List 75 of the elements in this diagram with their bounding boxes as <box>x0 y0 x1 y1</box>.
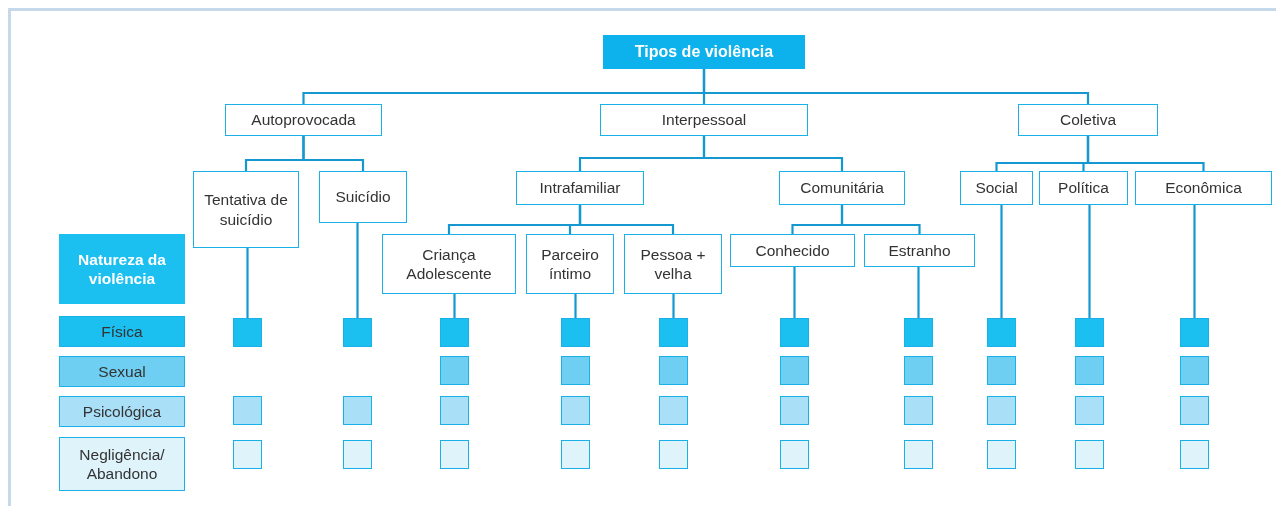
connector-line <box>702 69 1090 104</box>
indicator-square <box>561 396 590 425</box>
indicator-square <box>1180 356 1209 385</box>
category-box: Tipos de violência <box>603 35 805 69</box>
connector-line <box>702 136 844 171</box>
indicator-square <box>561 440 590 469</box>
indicator-square <box>1075 356 1104 385</box>
row-header: Sexual <box>59 356 185 387</box>
indicator-square <box>780 396 809 425</box>
indicator-square <box>659 356 688 385</box>
category-box: Criança Adolescente <box>382 234 516 294</box>
indicator-square <box>440 396 469 425</box>
category-box: Conhecido <box>730 234 855 267</box>
indicator-square <box>440 318 469 347</box>
indicator-square <box>659 318 688 347</box>
category-box: Intrafamiliar <box>516 171 644 205</box>
category-box: Interpessoal <box>600 104 808 136</box>
indicator-square <box>904 396 933 425</box>
connector-line <box>917 267 920 318</box>
connector-line <box>356 223 359 318</box>
category-box: Estranho <box>864 234 975 267</box>
indicator-square <box>1180 440 1209 469</box>
category-box: Parceiro íntimo <box>526 234 614 294</box>
indicator-square <box>659 396 688 425</box>
category-box: Suicídio <box>319 171 407 223</box>
indicator-square <box>233 396 262 425</box>
indicator-square <box>1075 440 1104 469</box>
connector-line <box>302 136 365 171</box>
connector-line <box>1088 205 1091 318</box>
connector-line <box>840 205 921 234</box>
indicator-square <box>343 440 372 469</box>
indicator-square <box>904 356 933 385</box>
indicator-square <box>233 440 262 469</box>
category-box: Tentativa de suicídio <box>193 171 299 248</box>
indicator-square <box>440 440 469 469</box>
category-box: Autoprovocada <box>225 104 382 136</box>
indicator-square <box>343 396 372 425</box>
connector-line <box>578 205 675 234</box>
category-box: Social <box>960 171 1033 205</box>
indicator-square <box>1180 396 1209 425</box>
connector-line <box>1000 205 1003 318</box>
connector-line <box>1193 205 1196 318</box>
row-header: Psicológica <box>59 396 185 427</box>
indicator-square <box>987 318 1016 347</box>
category-box: Coletiva <box>1018 104 1158 136</box>
row-header: Física <box>59 316 185 347</box>
connector-line <box>672 294 675 318</box>
indicator-square <box>904 440 933 469</box>
indicator-square <box>1180 318 1209 347</box>
indicator-square <box>1075 318 1104 347</box>
category-box: Econômica <box>1135 171 1272 205</box>
row-header: Negligência/ Abandono <box>59 437 185 491</box>
indicator-square <box>343 318 372 347</box>
indicator-square <box>440 356 469 385</box>
indicator-square <box>780 318 809 347</box>
category-box: Pessoa + velha <box>624 234 722 294</box>
indicator-square <box>780 356 809 385</box>
indicator-square <box>233 318 262 347</box>
connector-line <box>453 294 456 318</box>
connector-line <box>1086 136 1205 171</box>
indicator-square <box>987 440 1016 469</box>
indicator-square <box>659 440 688 469</box>
indicator-square <box>987 356 1016 385</box>
indicator-square <box>561 356 590 385</box>
indicator-square <box>561 318 590 347</box>
connector-line <box>246 248 249 318</box>
category-box: Política <box>1039 171 1128 205</box>
indicator-square <box>904 318 933 347</box>
connector-line <box>574 294 577 318</box>
header-box: Natureza da violência <box>59 234 185 304</box>
category-box: Comunitária <box>779 171 905 205</box>
indicator-square <box>987 396 1016 425</box>
indicator-square <box>780 440 809 469</box>
indicator-square <box>1075 396 1104 425</box>
connector-line <box>793 267 796 318</box>
